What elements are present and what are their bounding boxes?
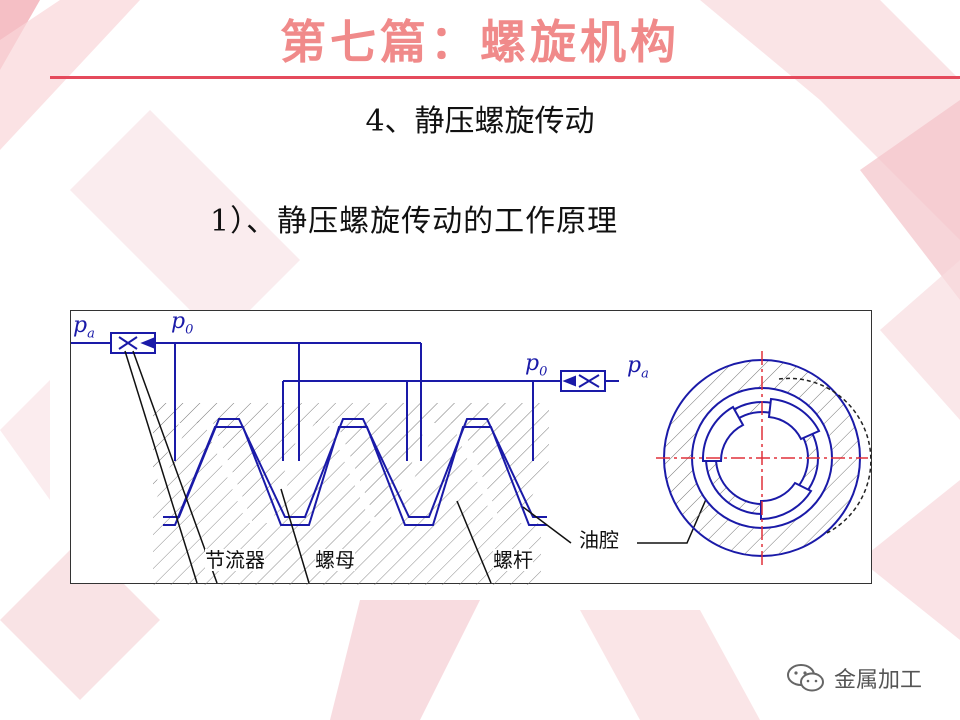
thread-inner [163, 426, 547, 526]
section-heading: 1）、静压螺旋传动的工作原理 [210, 204, 619, 239]
title-divider [50, 76, 960, 79]
p0-symbol-left: p0 [171, 309, 194, 338]
watermark: 金属加工 [786, 662, 922, 694]
label-oil-chamber: 油腔 [579, 528, 619, 552]
p0-symbol-right: p0 [525, 351, 548, 380]
pa-symbol-left: pa [73, 313, 95, 342]
hydrostatic-screw-diagram: pa p0 p0 pa 节流器 螺母 螺杆 油腔 [70, 309, 872, 585]
label-restrictor: 节流器 [205, 548, 265, 572]
restrictor-left [110, 332, 156, 354]
thread-outer [163, 418, 547, 518]
wechat-icon [787, 664, 824, 692]
nut-body [153, 403, 549, 523]
label-nut: 螺母 [315, 548, 355, 572]
cross-section [656, 351, 872, 565]
pa-symbol-right: pa [627, 353, 649, 382]
slide-title: 第七篇：螺旋机构 [280, 15, 680, 69]
watermark-text: 金属加工 [834, 668, 923, 693]
oil-lines [71, 342, 619, 461]
leader-lines [124, 350, 708, 584]
screw-body [153, 421, 541, 585]
diagram-drawing [71, 332, 872, 585]
label-screw: 螺杆 [493, 548, 533, 572]
slide-subtitle: 4、静压螺旋传动 [365, 104, 595, 139]
restrictor-right [560, 370, 606, 392]
